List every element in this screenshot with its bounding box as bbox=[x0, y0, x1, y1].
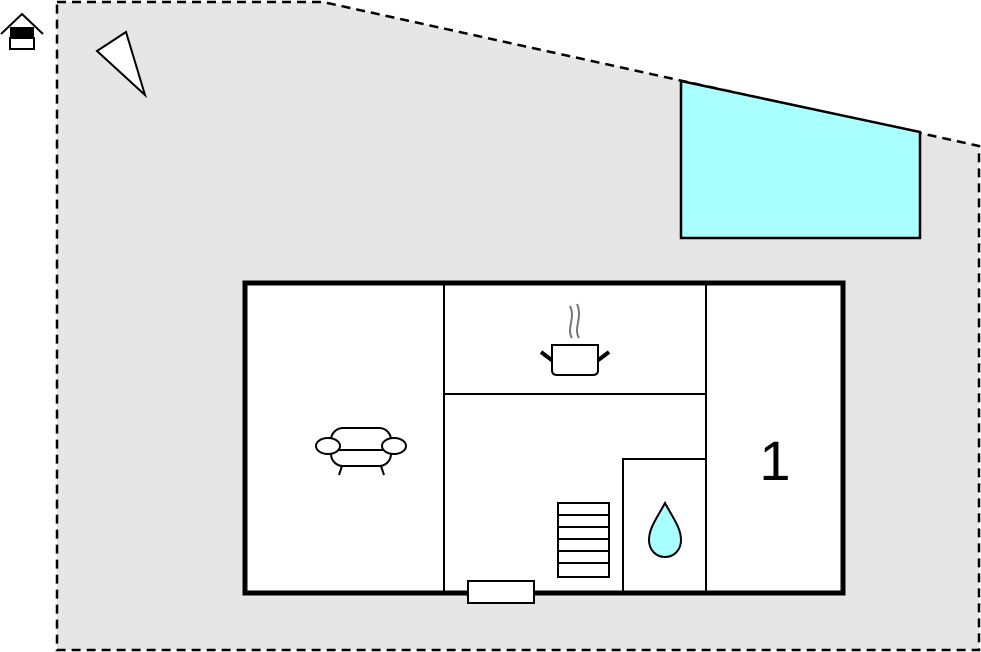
bedroom-label: 1 bbox=[759, 429, 790, 492]
room-bedroom bbox=[706, 283, 843, 593]
room-kitchen bbox=[444, 283, 706, 394]
sofa-icon bbox=[315, 427, 407, 476]
exterior-walls bbox=[242, 280, 846, 596]
entrance-door-icon bbox=[467, 580, 535, 604]
cooking-pot-icon bbox=[539, 303, 611, 376]
stairs-icon bbox=[557, 502, 610, 578]
north-arrow-icon bbox=[95, 30, 148, 99]
pool bbox=[679, 79, 922, 240]
water-drop-icon bbox=[647, 500, 683, 559]
house-icon bbox=[0, 12, 44, 50]
